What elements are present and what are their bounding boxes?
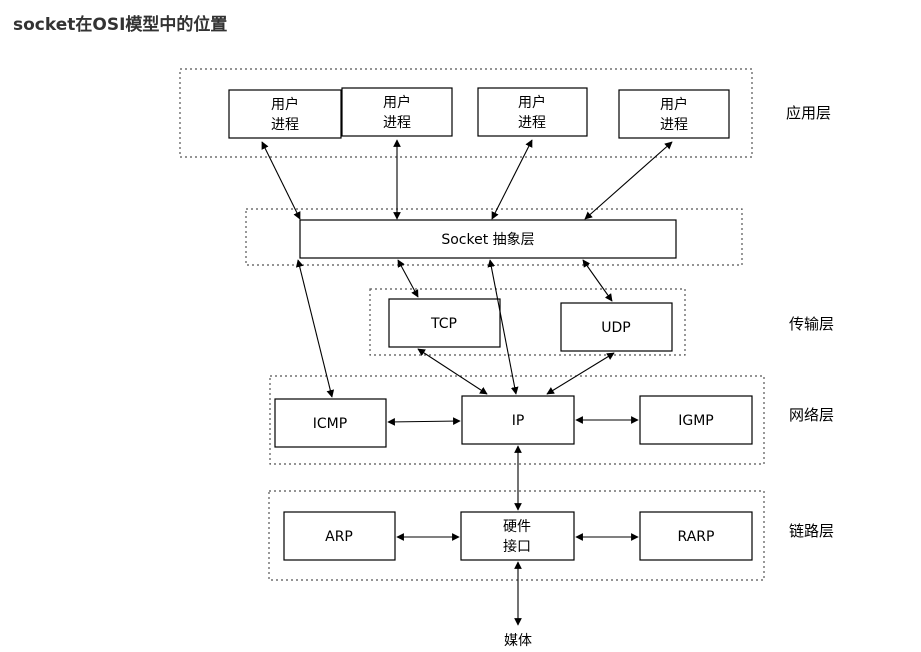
igmp-box (639, 395, 753, 445)
arrow-socket-icmp (295, 259, 335, 398)
hardware-interface-box (460, 511, 575, 561)
link-layer-label: 链路层 (789, 522, 834, 540)
user-process-box-4 (618, 89, 730, 139)
hardware-interface-label: 硬件接口 (503, 519, 531, 555)
arrow-tcp-ip (417, 348, 488, 395)
udp-label: UDP (601, 320, 630, 336)
igmp-label: IGMP (678, 413, 714, 429)
tcp-box (388, 298, 501, 348)
arrow-socket-tcp (397, 259, 419, 298)
arp-label: ARP (325, 529, 353, 545)
arrow-socket-ip (487, 259, 519, 395)
user-process-box-1 (228, 89, 342, 139)
network-layer-label: 网络层 (789, 406, 834, 424)
arrow-socket-udp (582, 259, 613, 302)
ip-box (461, 395, 575, 445)
user-process-label-4: 用户进程 (660, 96, 688, 133)
user-process-label-2: 用户进程 (383, 94, 411, 131)
media-label: 媒体 (504, 633, 532, 649)
user-process-label-3: 用户进程 (518, 94, 546, 131)
arrow-process1-socket (261, 141, 301, 220)
tcp-label: TCP (430, 316, 457, 332)
arrow-icmp-ip (387, 417, 461, 426)
arrow-process3-socket (491, 139, 533, 220)
application-layer-frame (179, 68, 753, 158)
user-process-box-2 (341, 87, 453, 137)
socket-abstraction-label: Socket 抽象层 (441, 232, 534, 248)
rarp-box (639, 511, 753, 561)
transport-layer-label: 传输层 (789, 315, 834, 333)
page-title: socket在OSI模型中的位置 (13, 15, 228, 35)
icmp-box (274, 398, 387, 448)
icmp-label: ICMP (313, 416, 347, 432)
arrow-udp-ip (546, 352, 615, 395)
udp-box (560, 302, 673, 352)
user-process-box-3 (477, 87, 588, 137)
application-layer-label: 应用层 (786, 104, 831, 122)
arrow-process4-socket (584, 141, 673, 220)
user-process-label-1: 用户进程 (271, 96, 299, 133)
socket-abstraction-box (299, 219, 677, 259)
arp-box (283, 511, 396, 561)
ip-label: IP (512, 413, 525, 429)
rarp-label: RARP (678, 529, 715, 545)
